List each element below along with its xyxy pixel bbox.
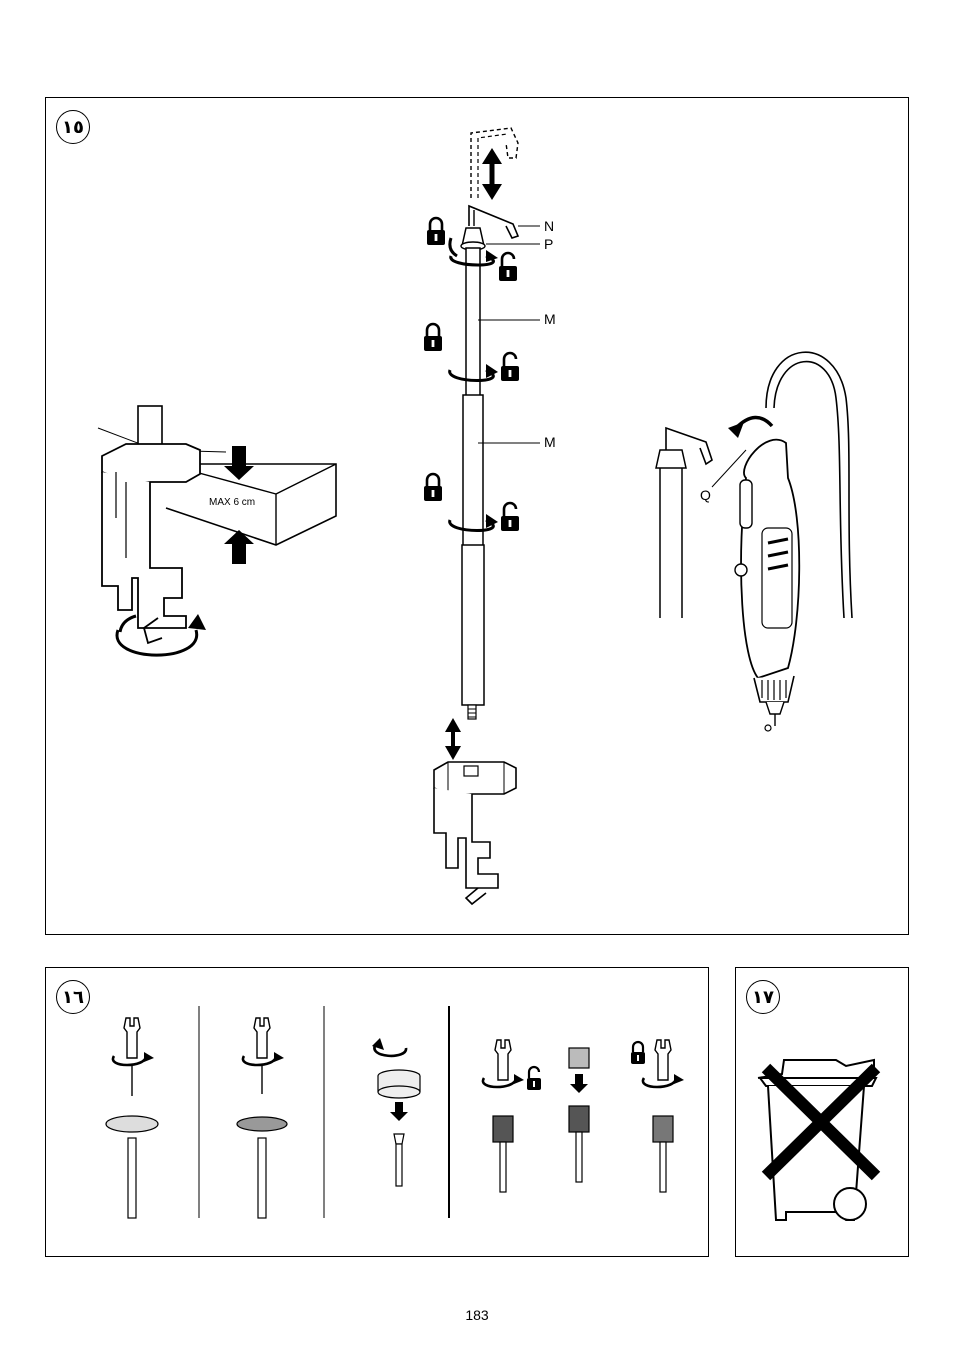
lock-icon [424,324,442,351]
page-number: 183 [0,1307,954,1323]
unlock-icon [501,503,519,531]
wrench-icon [495,1040,511,1080]
lock-icon [631,1042,645,1064]
wrench-icon [655,1040,671,1080]
double-arrow-icon [482,148,502,200]
unlock-icon [499,253,517,281]
unlock-icon [501,353,519,381]
lock-icon [427,218,445,245]
figure-16-panel: ١٦ [45,967,709,1257]
figure-16-illustration [46,968,710,1258]
label-p: P [544,237,553,251]
unlock-icon [527,1067,541,1090]
label-q: Q [700,488,711,502]
wrench-icon [124,1018,140,1058]
label-m-upper: M [544,312,556,326]
clamp-max-text: MAX 6 cm [209,498,255,508]
crossed-bin-icon [736,968,910,1258]
double-arrow-icon [445,718,461,760]
figure-15-illustration [46,98,910,936]
label-m-lower: M [544,435,556,449]
lock-icon [424,474,442,501]
figure-17-panel: ١٧ [735,967,909,1257]
figure-15-panel: ١٥ [45,97,909,935]
wrench-icon [254,1018,270,1058]
label-n: N [544,219,554,233]
